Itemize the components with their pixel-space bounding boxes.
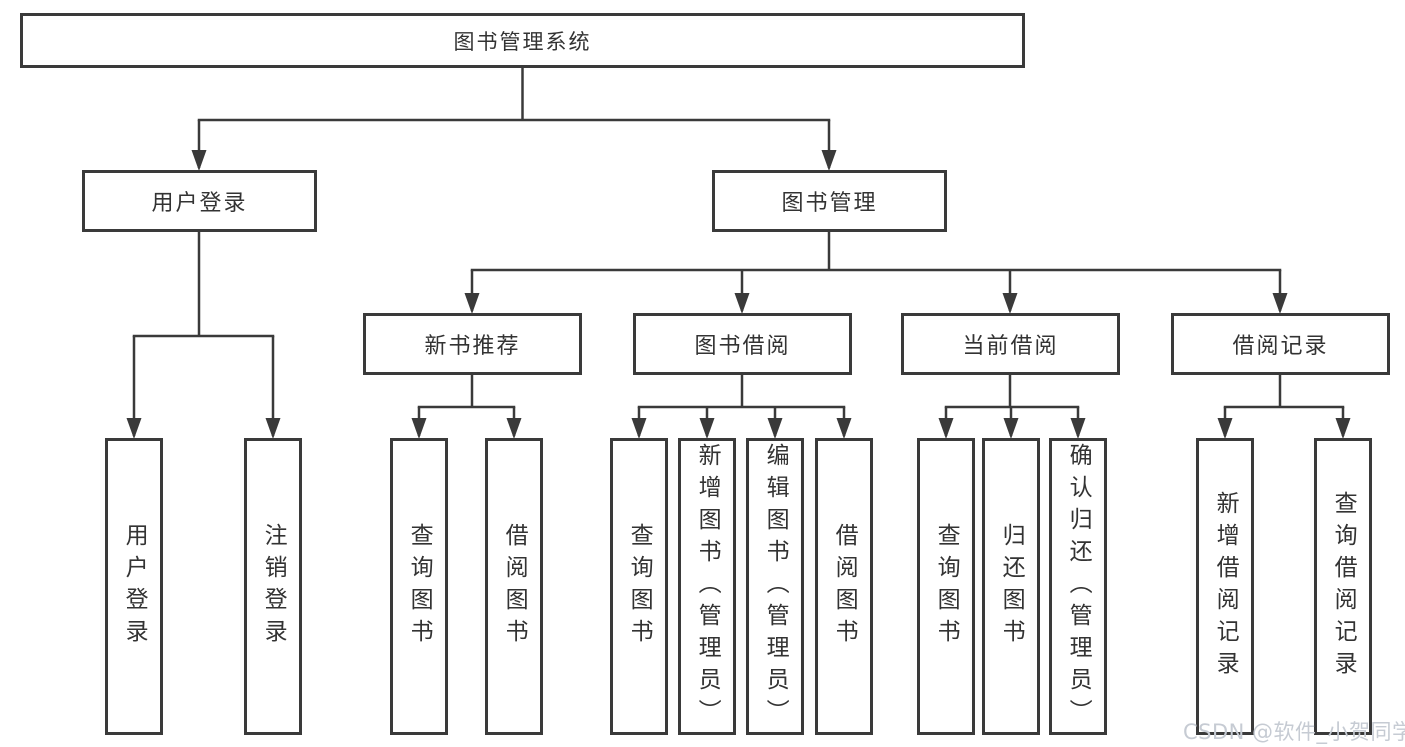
node-query-books-borrowing: 查询图书 [610, 438, 668, 735]
node-logout: 注销登录 [244, 438, 302, 735]
node-label: 借阅图书 [831, 522, 858, 651]
node-label: 借阅图书 [501, 522, 528, 651]
node-label: 归还图书 [998, 522, 1025, 651]
node-query-books-recommend: 查询图书 [390, 438, 448, 735]
node-new-book-recommendation: 新书推荐 [363, 313, 582, 375]
node-label: 当前借阅 [962, 334, 1059, 359]
node-label: 新书推荐 [424, 334, 521, 359]
node-label: 注销登录 [260, 522, 287, 651]
node-label: 图书管理系统 [453, 29, 592, 54]
node-query-borrow-record: 查询借阅记录 [1314, 438, 1372, 735]
node-edit-books-admin: 编辑图书（管理员） [746, 438, 804, 735]
node-query-books-current: 查询图书 [917, 438, 975, 735]
node-label: 编辑图书（管理员） [762, 442, 789, 731]
node-label: 查询图书 [406, 522, 433, 651]
node-label: 借阅记录 [1232, 334, 1329, 359]
node-add-books-admin: 新增图书（管理员） [678, 438, 736, 735]
node-borrow-books-borrowing: 借阅图书 [815, 438, 873, 735]
node-label: 新增借阅记录 [1212, 490, 1239, 683]
node-current-borrowing: 当前借阅 [901, 313, 1120, 375]
node-label: 图书借阅 [694, 334, 791, 359]
node-book-management: 图书管理 [712, 170, 947, 232]
node-label: 确认归还（管理员） [1065, 442, 1092, 731]
node-book-borrowing: 图书借阅 [633, 313, 852, 375]
node-user-login: 用户登录 [82, 170, 317, 232]
node-label: 用户登录 [151, 191, 248, 216]
csdn-watermark: CSDN @软件_小贺同学 [1183, 720, 1405, 744]
node-label: 用户登录 [121, 522, 148, 651]
node-label: 查询图书 [933, 522, 960, 651]
node-user-login-leaf: 用户登录 [105, 438, 163, 735]
node-label: 查询借阅记录 [1330, 490, 1357, 683]
node-borrow-books-recommend: 借阅图书 [485, 438, 543, 735]
node-add-borrow-record: 新增借阅记录 [1196, 438, 1254, 735]
node-library-management-system: 图书管理系统 [20, 13, 1025, 68]
node-label: 图书管理 [781, 191, 878, 216]
node-label: 查询图书 [626, 522, 653, 651]
node-confirm-return-admin: 确认归还（管理员） [1049, 438, 1107, 735]
node-label: 新增图书（管理员） [694, 442, 721, 731]
node-borrowing-records: 借阅记录 [1171, 313, 1390, 375]
node-return-books: 归还图书 [982, 438, 1040, 735]
